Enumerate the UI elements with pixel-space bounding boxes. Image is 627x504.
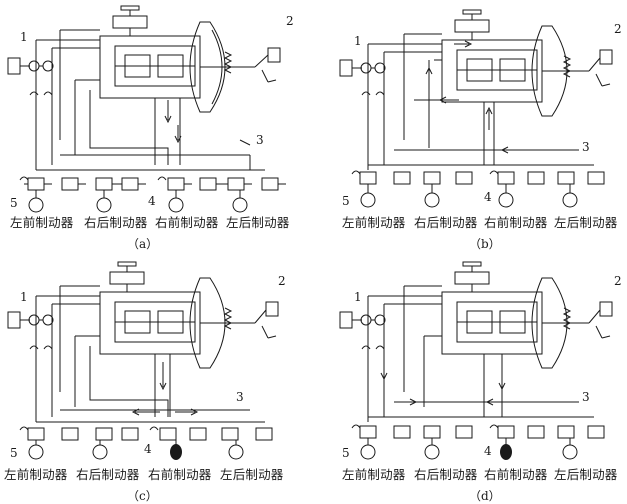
wheel-label-left-rear: 左后制动器	[220, 467, 284, 482]
label-5: 5	[342, 446, 350, 460]
solenoid-valve-icon	[351, 170, 605, 185]
label-4: 4	[484, 444, 492, 458]
vacuum-booster-icon	[441, 25, 589, 117]
vacuum-booster-icon	[99, 21, 255, 113]
wheel-label-right-rear: 右后制动器	[76, 467, 140, 482]
brake-disc-locked-icon	[170, 444, 182, 460]
wheel-label-left-rear: 左后制动器	[554, 215, 618, 230]
wheel-label-right-rear: 右后制动器	[414, 215, 478, 230]
vacuum-booster-icon	[441, 277, 589, 369]
label-5: 5	[342, 194, 350, 208]
panel-caption: （b）	[469, 237, 501, 251]
label-4: 4	[148, 194, 156, 208]
brake-disc-icon	[28, 197, 248, 213]
label-1: 1	[354, 34, 362, 48]
wheel-label-right-front: 右前制动器	[155, 215, 219, 230]
panel-b: 1 2 3 4 5 左前制动器 右后制动器 右前制动器 左后制动器 （b）	[314, 0, 627, 251]
vacuum-booster-icon	[99, 277, 255, 369]
panel-c-schematic	[7, 261, 279, 460]
panel-a-schematic	[7, 5, 286, 213]
wheel-label-left-front: 左前制动器	[342, 215, 406, 230]
panel-c: 1 2 3 4 5 左前制动器 右后制动器 右前制动器 左后制动器 （c）	[0, 252, 313, 503]
label-5: 5	[10, 196, 18, 210]
wheel-label-right-rear: 右后制动器	[414, 467, 478, 482]
solenoid-valve-icon	[351, 424, 605, 439]
brake-pedal-icon	[254, 47, 281, 83]
panel-a: 1 2 3 4 5 左前制动器 右后制动器 右前制动器 左后制动器 （a）	[0, 0, 313, 251]
label-3: 3	[582, 140, 590, 154]
panel-caption: （a）	[127, 237, 159, 251]
label-2: 2	[614, 22, 622, 36]
panel-b-schematic	[339, 9, 613, 208]
label-2: 2	[614, 274, 622, 288]
fluid-reservoir-icon	[454, 261, 490, 292]
brake-disc-icon	[28, 444, 244, 460]
panel-caption: （d）	[469, 489, 501, 503]
brake-disc-icon	[360, 192, 578, 208]
wheel-label-left-rear: 左后制动器	[554, 467, 618, 482]
label-5: 5	[10, 446, 18, 460]
label-1: 1	[20, 30, 28, 44]
pump-icon	[7, 311, 54, 350]
label-3: 3	[256, 133, 264, 147]
solenoid-valve-icon	[19, 426, 273, 441]
label-4: 4	[484, 190, 492, 204]
wheel-label-right-front: 右前制动器	[484, 467, 548, 482]
wheel-label-left-front: 左前制动器	[342, 467, 406, 482]
wheel-label-left-front: 左前制动器	[10, 215, 74, 230]
label-4: 4	[144, 442, 152, 456]
wheel-label-right-front: 右前制动器	[484, 215, 548, 230]
label-3: 3	[582, 390, 590, 404]
label-3: 3	[236, 390, 244, 404]
wheel-label-right-front: 右前制动器	[148, 467, 212, 482]
pump-icon	[339, 311, 386, 350]
wheel-label-right-rear: 右后制动器	[84, 215, 148, 230]
brake-pedal-icon	[588, 49, 613, 87]
pump-icon	[7, 57, 54, 96]
wheel-label-left-rear: 左后制动器	[226, 215, 290, 230]
fluid-reservoir-icon	[109, 261, 145, 292]
brake-pedal-icon	[588, 301, 613, 339]
fluid-reservoir-icon	[112, 5, 148, 36]
label-1: 1	[20, 290, 28, 304]
panel-caption: （c）	[127, 489, 158, 503]
label-1: 1	[354, 290, 362, 304]
brake-disc-locked-icon	[500, 444, 512, 460]
label-2: 2	[286, 14, 294, 28]
fluid-reservoir-icon	[454, 9, 490, 40]
wheel-label-left-front: 左前制动器	[4, 467, 68, 482]
brake-disc-icon	[360, 444, 578, 460]
pump-icon	[339, 59, 386, 96]
brake-pedal-icon	[254, 301, 279, 339]
panel-d-schematic	[339, 261, 613, 460]
solenoid-valve-icon	[19, 176, 286, 191]
label-2: 2	[278, 274, 286, 288]
panel-d: 1 2 3 4 5 左前制动器 右后制动器 右前制动器 左后制动器 （d）	[314, 252, 627, 503]
